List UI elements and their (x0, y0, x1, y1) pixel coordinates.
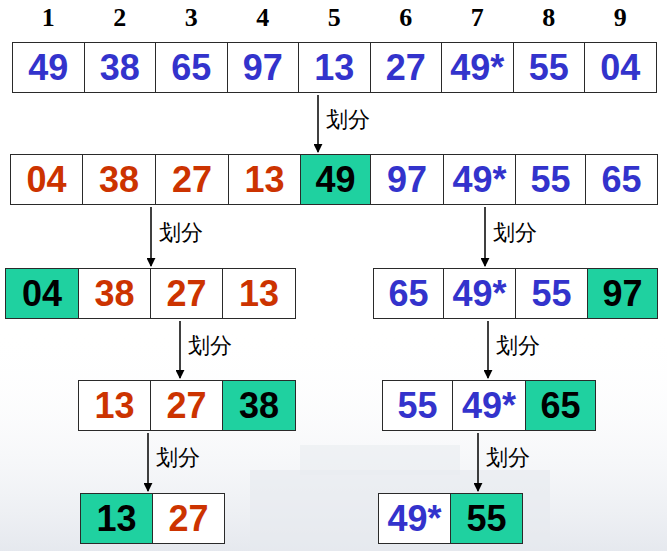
left-part-cell: 38 (82, 154, 156, 205)
cell-value: 49* (387, 501, 441, 537)
pivot-cell: 38 (222, 380, 296, 431)
left-part-cell: 27 (150, 380, 223, 431)
partition-arrow (179, 321, 181, 378)
element-cell: 27 (370, 42, 443, 93)
element-cell: 65 (373, 268, 444, 319)
building-shape (250, 470, 550, 551)
cell-value: 97 (243, 50, 283, 86)
partition-arrow (147, 433, 149, 491)
cell-value: 38 (100, 50, 140, 86)
element-cell: 04 (584, 42, 657, 93)
element-cell: 65 (155, 42, 228, 93)
building-shape (300, 445, 460, 475)
partition-arrow (150, 207, 152, 266)
element-cell: 55 (515, 268, 588, 319)
cell-value: 49* (452, 276, 506, 312)
cell-value: 13 (244, 162, 284, 198)
cell-value: 13 (314, 50, 354, 86)
left-part-cell: 04 (10, 154, 83, 205)
cell-value: 13 (96, 501, 136, 537)
column-number: 2 (100, 5, 140, 31)
left-part-cell: 27 (150, 268, 223, 319)
pivot-cell: 97 (587, 268, 658, 319)
left-part-cell: 27 (155, 154, 229, 205)
cell-value: 55 (531, 276, 571, 312)
cell-value: 04 (22, 276, 62, 312)
element-cell: 49* (378, 493, 451, 544)
pivot-cell: 65 (525, 380, 596, 431)
cell-value: 49 (315, 162, 355, 198)
pivot-cell: 13 (80, 493, 153, 544)
partition-arrow (484, 207, 486, 266)
left-part-cell: 27 (152, 493, 225, 544)
partition-arrow (317, 95, 319, 152)
cell-value: 49* (462, 388, 516, 424)
element-cell: 49* (441, 42, 514, 93)
cell-value: 65 (388, 276, 428, 312)
column-number: 7 (457, 5, 497, 31)
cell-value: 49* (452, 162, 506, 198)
cell-value: 13 (239, 276, 279, 312)
element-cell: 97 (227, 42, 300, 93)
partition-arrow (487, 321, 489, 378)
cell-value: 49 (28, 50, 68, 86)
element-cell: 65 (585, 154, 658, 205)
pivot-cell: 55 (450, 493, 523, 544)
left-part-cell: 13 (78, 380, 151, 431)
cell-value: 13 (94, 388, 134, 424)
cell-value: 97 (602, 276, 642, 312)
column-number: 3 (171, 5, 211, 31)
cell-value: 27 (166, 276, 206, 312)
element-cell: 55 (515, 154, 586, 205)
column-number: 4 (243, 5, 283, 31)
element-cell: 49* (443, 268, 516, 319)
column-number: 6 (386, 5, 426, 31)
pivot-cell: 49 (300, 154, 371, 205)
left-part-cell: 13 (222, 268, 296, 319)
cell-value: 27 (166, 388, 206, 424)
cell-value: 65 (601, 162, 641, 198)
edge-label: 划分 (326, 108, 370, 132)
cell-value: 55 (529, 50, 569, 86)
cell-value: 04 (26, 162, 66, 198)
column-number: 9 (600, 5, 640, 31)
cell-value: 55 (466, 501, 506, 537)
pivot-cell: 04 (5, 268, 79, 319)
left-part-cell: 13 (228, 154, 301, 205)
cell-value: 55 (397, 388, 437, 424)
edge-label: 划分 (188, 334, 232, 358)
photo-fade (0, 330, 667, 551)
cell-value: 27 (172, 162, 212, 198)
cell-value: 97 (387, 162, 427, 198)
column-number: 1 (28, 5, 68, 31)
column-number: 8 (529, 5, 569, 31)
element-cell: 38 (84, 42, 157, 93)
element-cell: 49 (12, 42, 85, 93)
cell-value: 65 (171, 50, 211, 86)
cell-value: 04 (600, 50, 640, 86)
element-cell: 97 (370, 154, 444, 205)
cell-value: 65 (540, 388, 580, 424)
edge-label: 划分 (159, 221, 203, 245)
element-cell: 49* (443, 154, 516, 205)
cell-value: 55 (530, 162, 570, 198)
cell-value: 49* (450, 50, 504, 86)
cell-value: 38 (99, 162, 139, 198)
cell-value: 27 (386, 50, 426, 86)
cell-value: 38 (94, 276, 134, 312)
cell-value: 27 (168, 501, 208, 537)
edge-label: 划分 (493, 221, 537, 245)
left-part-cell: 38 (78, 268, 151, 319)
element-cell: 55 (513, 42, 586, 93)
edge-label: 划分 (156, 446, 200, 470)
edge-label: 划分 (496, 334, 540, 358)
edge-label: 划分 (486, 446, 530, 470)
element-cell: 55 (382, 380, 453, 431)
element-cell: 13 (298, 42, 371, 93)
cell-value: 38 (239, 388, 279, 424)
column-number: 5 (314, 5, 354, 31)
partition-arrow (477, 433, 479, 491)
element-cell: 49* (452, 380, 526, 431)
